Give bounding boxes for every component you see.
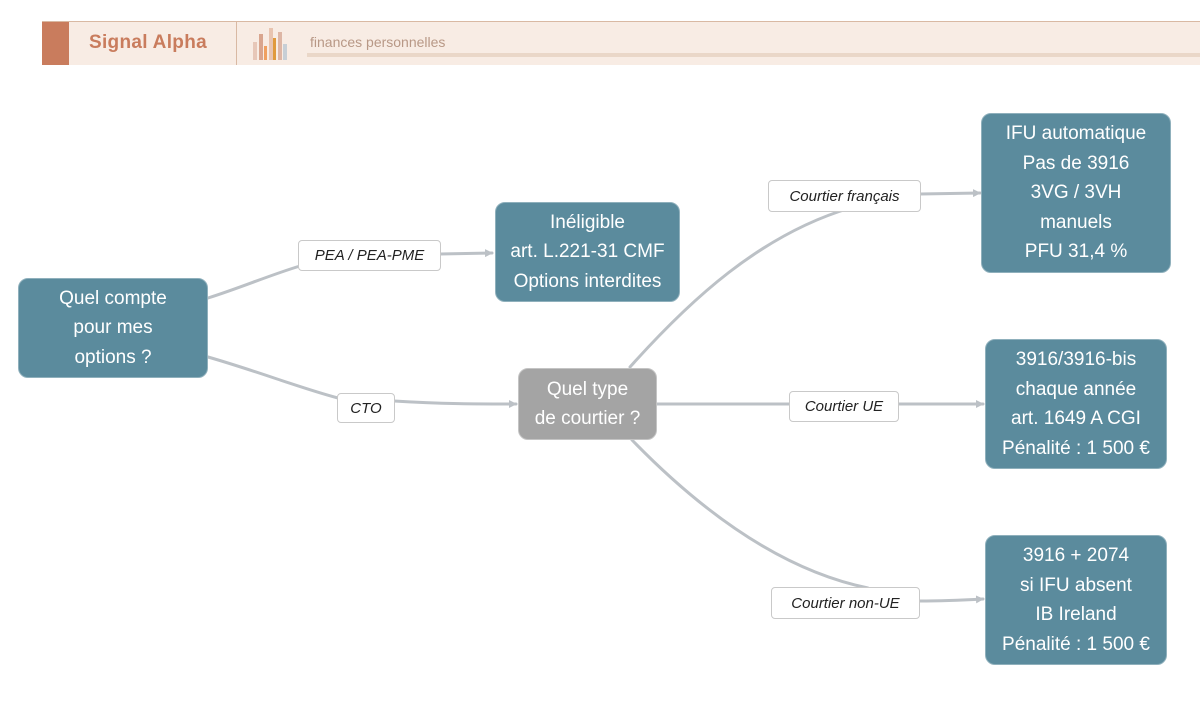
edge-question-to-nonue — [630, 438, 870, 590]
header-subtitle: finances personnelles — [310, 34, 446, 50]
node-line: Options interdites — [513, 270, 662, 292]
node-pea-ineligible[interactable]: Inéligible art. L.221-31 CMF Options int… — [495, 202, 680, 302]
node-line: IB Ireland — [1035, 604, 1117, 625]
node-line: art. L.221-31 CMF — [510, 241, 665, 263]
node-line: IFU automatique — [1005, 123, 1147, 145]
header-accent — [42, 22, 69, 65]
node-line: de courtier ? — [534, 408, 641, 429]
node-french-broker-result[interactable]: IFU automatique Pas de 3916 3VG / 3VH ma… — [981, 113, 1171, 273]
edge-nonue-to-result — [917, 595, 985, 604]
node-broker-question[interactable]: Quel type de courtier ? — [518, 368, 657, 440]
edge-label-cto: CTO — [337, 393, 395, 423]
node-line: pour mes — [73, 317, 153, 339]
node-line: Pas de 3916 — [1022, 152, 1130, 174]
edge-label-pea: PEA / PEA-PME — [298, 240, 441, 271]
header-bar: Signal Alpha finances personnelles — [42, 21, 1200, 65]
node-line: Quel type — [546, 378, 629, 400]
header-divider — [236, 22, 237, 65]
node-non-eu-broker-result[interactable]: 3916 + 2074 si IFU absent IB Ireland Pén… — [985, 535, 1167, 665]
bar-chart-logo-icon — [253, 28, 287, 60]
node-line: PFU 31,4 % — [1024, 241, 1128, 263]
edge-root-to-pea — [206, 264, 302, 300]
node-account-question[interactable]: Quel compte pour mes options ? — [18, 278, 208, 378]
node-line: si IFU absent — [1020, 574, 1132, 596]
node-line: manuels — [1040, 211, 1112, 233]
node-eu-broker-result[interactable]: 3916/3916-bis chaque année art. 1649 A C… — [985, 339, 1167, 469]
node-line: Pénalité : 1 500 € — [1002, 437, 1150, 459]
node-line: Inéligible — [550, 211, 625, 233]
node-line: Quel compte — [59, 287, 167, 309]
node-line: chaque année — [1015, 378, 1137, 400]
node-line: 3VG / 3VH — [1030, 182, 1122, 204]
node-line: 3916/3916-bis — [1015, 349, 1137, 370]
edge-pea-to-result — [438, 249, 494, 258]
edge-question-to-fr — [628, 206, 852, 369]
node-line: art. 1649 A CGI — [1011, 408, 1141, 429]
edge-label-non-eu-broker: Courtier non-UE — [771, 587, 920, 619]
edge-label-french-broker: Courtier français — [768, 180, 921, 212]
node-line: options ? — [74, 346, 152, 368]
brand-name[interactable]: Signal Alpha — [89, 32, 207, 53]
edge-fr-to-result — [918, 189, 982, 198]
node-line: 3916 + 2074 — [1022, 545, 1130, 566]
edge-label-eu-broker: Courtier UE — [789, 391, 899, 422]
node-line: Pénalité : 1 500 € — [1002, 633, 1150, 655]
header-underline — [307, 53, 1200, 57]
edge-cto-to-question — [392, 399, 518, 408]
edge-root-to-cto — [206, 355, 340, 400]
